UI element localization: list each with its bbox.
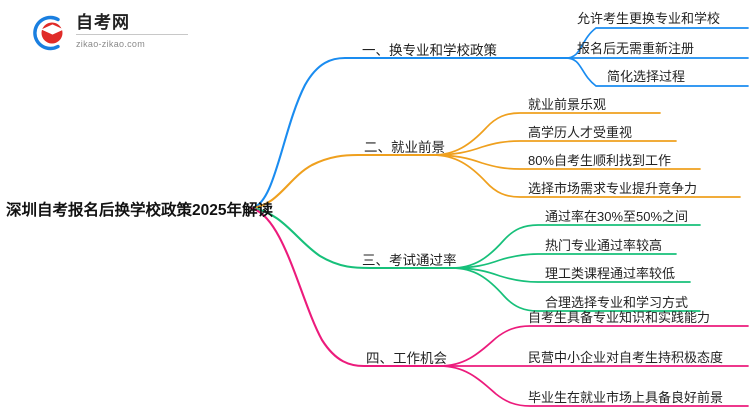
leaf-node-4-2[interactable]: 民营中小企业对自考生持积极态度 [528,350,724,365]
leaf-node-2-4[interactable]: 选择市场需求专业提升竞争力 [528,181,698,196]
logo-title: 自考网 [76,12,188,35]
leaf-node-3-1[interactable]: 通过率在30%至50%之间 [545,209,689,224]
leaf-node-3-3[interactable]: 理工类课程通过率较低 [545,266,676,281]
mindmap-root-node[interactable]: 深圳自考报名后换学校政策2025年解读 [6,202,273,219]
leaf-node-4-1[interactable]: 自考生具备专业知识和实践能力 [528,310,711,325]
leaf-node-3-2[interactable]: 热门专业通过率较高 [545,238,663,253]
leaf-node-2-3[interactable]: 80%自考生顺利找到工作 [528,153,672,168]
leaf-node-3-4[interactable]: 合理选择专业和学习方式 [545,295,689,310]
leaf-node-2-2[interactable]: 高学历人才受重视 [528,125,633,140]
branch-node-1[interactable]: 一、换专业和学校政策 [362,43,497,58]
leaf-node-4-3[interactable]: 毕业生在就业市场上具备良好前景 [528,390,724,405]
leaf-node-1-2[interactable]: 报名后无需重新注册 [577,41,695,56]
branch-node-2[interactable]: 二、就业前景 [364,140,445,155]
leaf-node-1-3[interactable]: 简化选择过程 [607,69,686,84]
graduation-cap-in-circle-icon [28,12,70,54]
site-logo: 自考网 zikao-zikao.com [28,10,188,56]
leaf-node-2-1[interactable]: 就业前景乐观 [528,97,607,112]
leaf-node-1-1[interactable]: 允许考生更换专业和学校 [577,11,721,26]
branch-node-3[interactable]: 三、考试通过率 [362,253,457,268]
logo-subtitle: zikao-zikao.com [76,39,146,49]
branch-node-4[interactable]: 四、工作机会 [366,351,447,366]
